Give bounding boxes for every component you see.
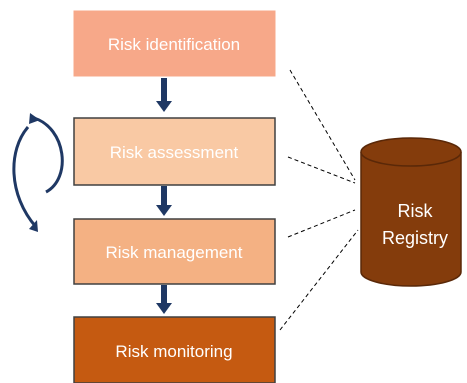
connector-line (287, 209, 356, 238)
step-risk-management: Risk management (73, 218, 276, 285)
registry-connectors (279, 69, 359, 331)
step-box (73, 218, 276, 285)
step-label: Risk management (105, 243, 242, 262)
step-label: Risk monitoring (115, 342, 232, 361)
cylinder-body (360, 152, 462, 287)
down-arrow-icon (156, 186, 172, 216)
connector-line (279, 229, 359, 331)
registry-label-line1: Risk (398, 201, 434, 221)
step-label: Risk identification (108, 35, 240, 54)
risk-registry-database: Risk Registry (360, 137, 462, 287)
step-label: Risk assessment (110, 143, 239, 162)
iteration-loop-arrow-icon (12, 113, 64, 232)
step-box (73, 10, 276, 77)
flow-arrows (156, 78, 172, 314)
connector-line (289, 69, 356, 181)
step-box (73, 316, 276, 383)
registry-label-line2: Registry (382, 228, 448, 248)
down-arrow-icon (156, 78, 172, 112)
down-arrow-icon (156, 285, 172, 314)
step-risk-identification: Risk identification (73, 10, 276, 77)
cylinder-top (360, 137, 462, 167)
step-risk-assessment: Risk assessment (73, 117, 276, 186)
step-box (73, 117, 276, 186)
step-risk-monitoring: Risk monitoring (73, 316, 276, 383)
connector-line (287, 156, 356, 184)
